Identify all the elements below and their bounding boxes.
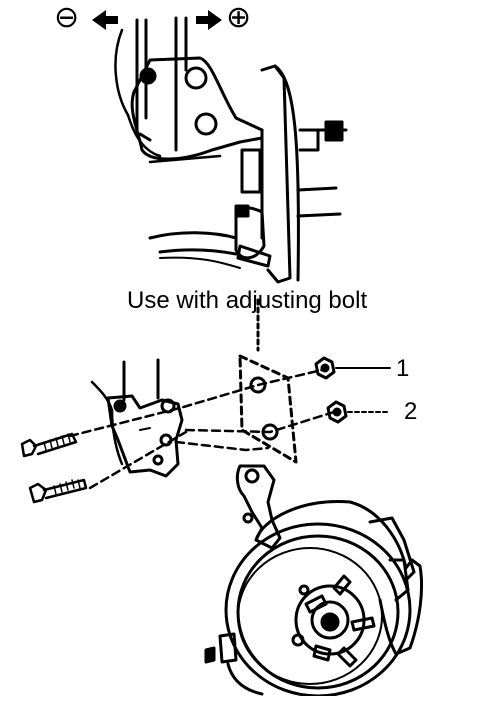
- adjusting-plate: [238, 298, 298, 464]
- caption-text: Use with adjusting bolt: [127, 287, 368, 314]
- nut-1: [314, 356, 336, 380]
- callout-2: 2: [404, 398, 418, 425]
- callout-1: 1: [396, 355, 410, 382]
- nut-2: [326, 400, 348, 424]
- left-arrow-icon: [92, 10, 118, 30]
- top-assembly: [114, 16, 348, 284]
- bolt-upper: [20, 432, 78, 458]
- plus-icon: ⊕: [226, 0, 252, 35]
- direction-arrows: [92, 10, 222, 30]
- exploded-assembly: [20, 298, 423, 698]
- right-arrow-icon: [196, 10, 222, 30]
- minus-icon: ⊖: [54, 0, 80, 35]
- bolt-lower: [28, 478, 88, 504]
